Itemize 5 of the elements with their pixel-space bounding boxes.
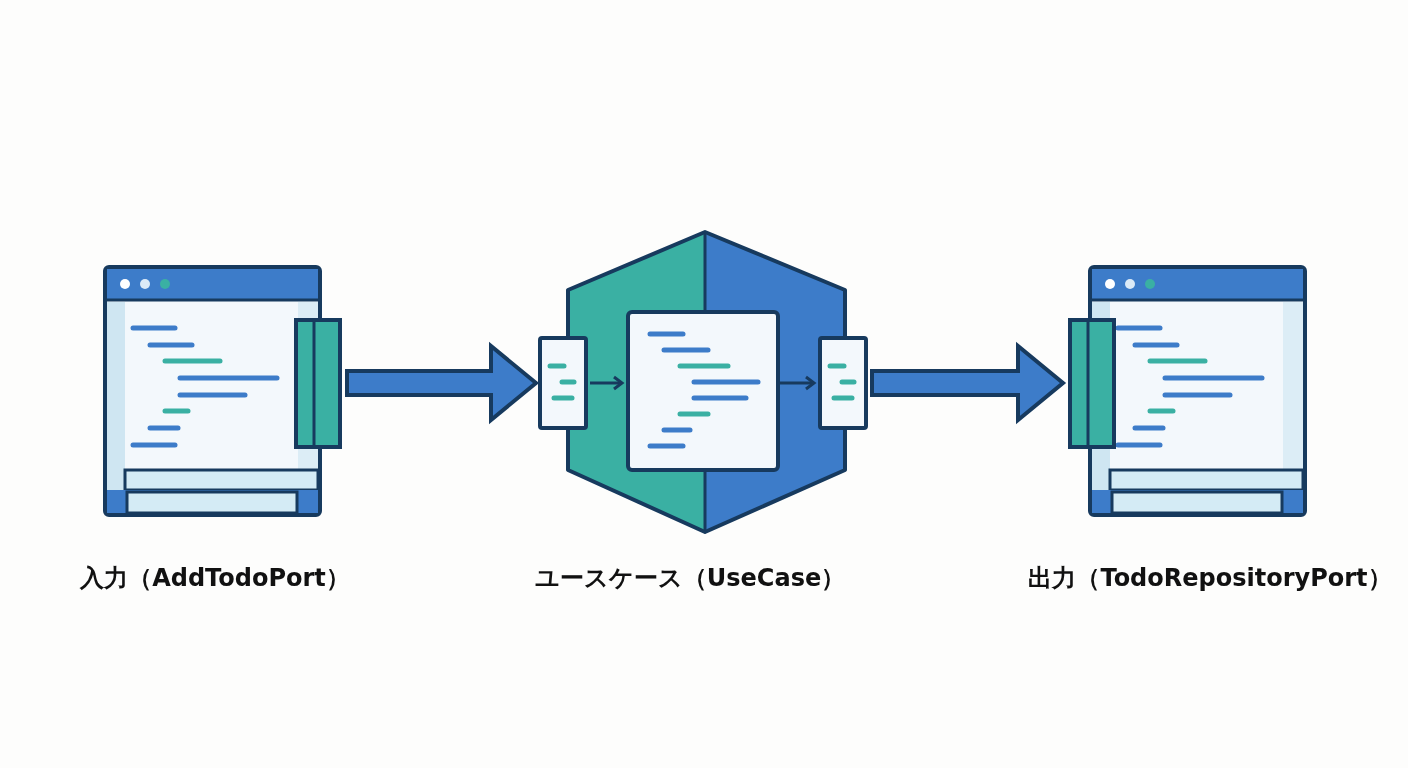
node-label: 入力（AddTodoPort） [80,563,350,594]
arrow [345,341,540,425]
node-label: 出力（TodoRepositoryPort） [1028,563,1392,594]
arrow [870,341,1067,425]
node-label: ユースケース（UseCase） [534,563,846,594]
